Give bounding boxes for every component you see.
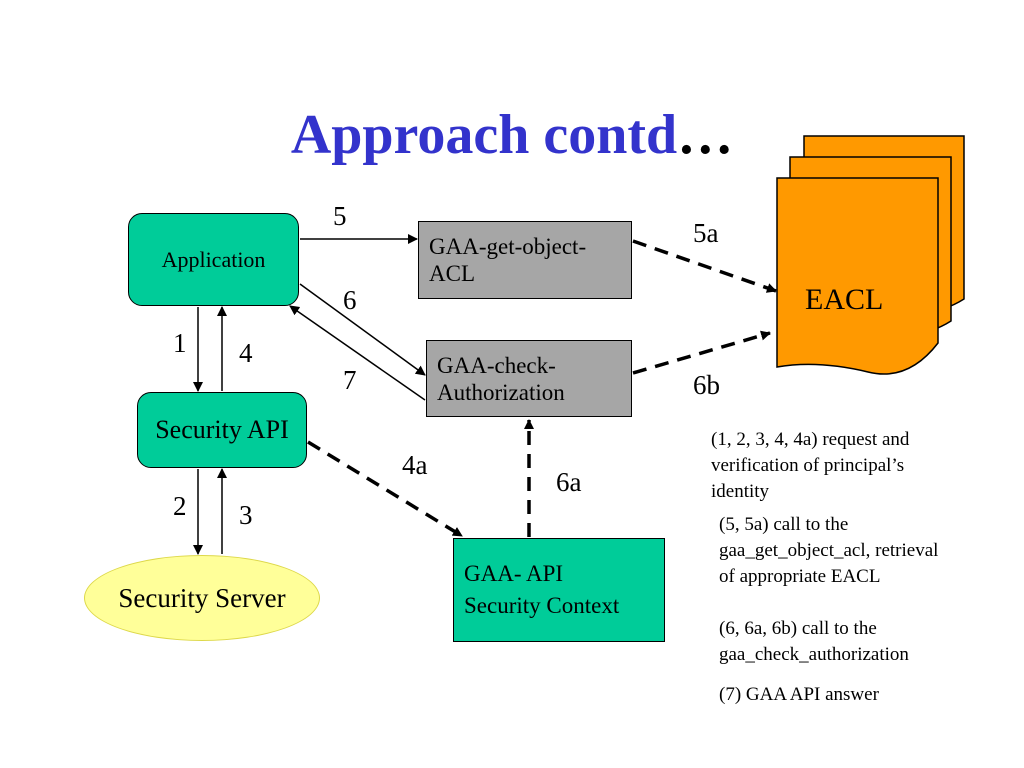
legend-get-object-acl-line2: gaa_get_object_acl, retrieval <box>719 540 939 561</box>
security-server-label: Security Server <box>118 582 286 613</box>
edge-label-6b: 6b <box>693 370 720 400</box>
gaa-get-object-acl-line2: ACL <box>429 261 475 286</box>
legend-identity-line2: verification of principal’s <box>711 455 905 476</box>
gaa-api-security-context-node: GAA- API Security Context <box>453 538 665 642</box>
gaa-api-security-context-line1: GAA- API <box>464 561 564 586</box>
arrow-5a <box>632 239 777 293</box>
application-label: Application <box>161 246 266 272</box>
edge-label-6: 6 <box>343 285 357 315</box>
gaa-get-object-acl-line1: GAA-get-object- <box>429 234 587 259</box>
edge-label-4: 4 <box>239 338 253 368</box>
legend-get-object-acl: (5, 5a) call to the gaa_get_object_acl, … <box>719 512 938 590</box>
legend-check-authorization: (6, 6a, 6b) call to the gaa_check_author… <box>719 616 909 668</box>
arrow-4a <box>307 440 463 538</box>
application-node: Application <box>128 213 299 306</box>
legend-get-object-acl-line1: (5, 5a) call to the <box>719 514 849 535</box>
security-api-node: Security API <box>137 392 307 468</box>
edge-label-2: 2 <box>173 491 187 521</box>
eacl-page-front <box>776 177 939 375</box>
security-api-label: Security API <box>155 415 289 444</box>
arrow-6 <box>299 283 426 376</box>
legend-api-answer: (7) GAA API answer <box>719 682 879 708</box>
gaa-check-authorization-node: GAA-check- Authorization <box>426 340 632 417</box>
arrow-6b <box>632 330 771 375</box>
security-server-node: Security Server <box>84 555 320 641</box>
edge-label-3: 3 <box>239 500 253 530</box>
page-title: Approach contd… <box>0 100 1024 170</box>
edge-label-5: 5 <box>333 201 347 231</box>
gaa-check-authorization-line2: Authorization <box>437 379 565 405</box>
title-ellipsis: … <box>677 104 734 166</box>
legend-get-object-acl-line3: of appropriate EACL <box>719 566 881 587</box>
legend-identity: (1, 2, 3, 4, 4a) request and verificatio… <box>711 427 909 505</box>
legend-check-authorization-line1: (6, 6a, 6b) call to the <box>719 618 877 639</box>
edge-label-5a: 5a <box>693 218 719 248</box>
edge-label-4a: 4a <box>402 450 428 480</box>
edge-label-1: 1 <box>173 328 187 358</box>
arrow-7 <box>289 305 426 401</box>
title-text: Approach contd <box>290 104 678 166</box>
edge-label-6a: 6a <box>556 467 582 497</box>
eacl-label: EACL <box>805 283 884 316</box>
legend-identity-line3: identity <box>711 481 770 502</box>
legend-check-authorization-line2: gaa_check_authorization <box>719 644 909 665</box>
legend-identity-line1: (1, 2, 3, 4, 4a) request and <box>711 429 910 450</box>
gaa-check-authorization-line1: GAA-check- <box>437 352 556 378</box>
edge-label-7: 7 <box>343 365 357 395</box>
legend-api-answer-line1: (7) GAA API answer <box>719 684 879 705</box>
gaa-api-security-context-line2: Security Context <box>464 593 620 618</box>
gaa-get-object-acl-node: GAA-get-object- ACL <box>418 221 632 299</box>
eacl-document-stack <box>776 135 965 375</box>
